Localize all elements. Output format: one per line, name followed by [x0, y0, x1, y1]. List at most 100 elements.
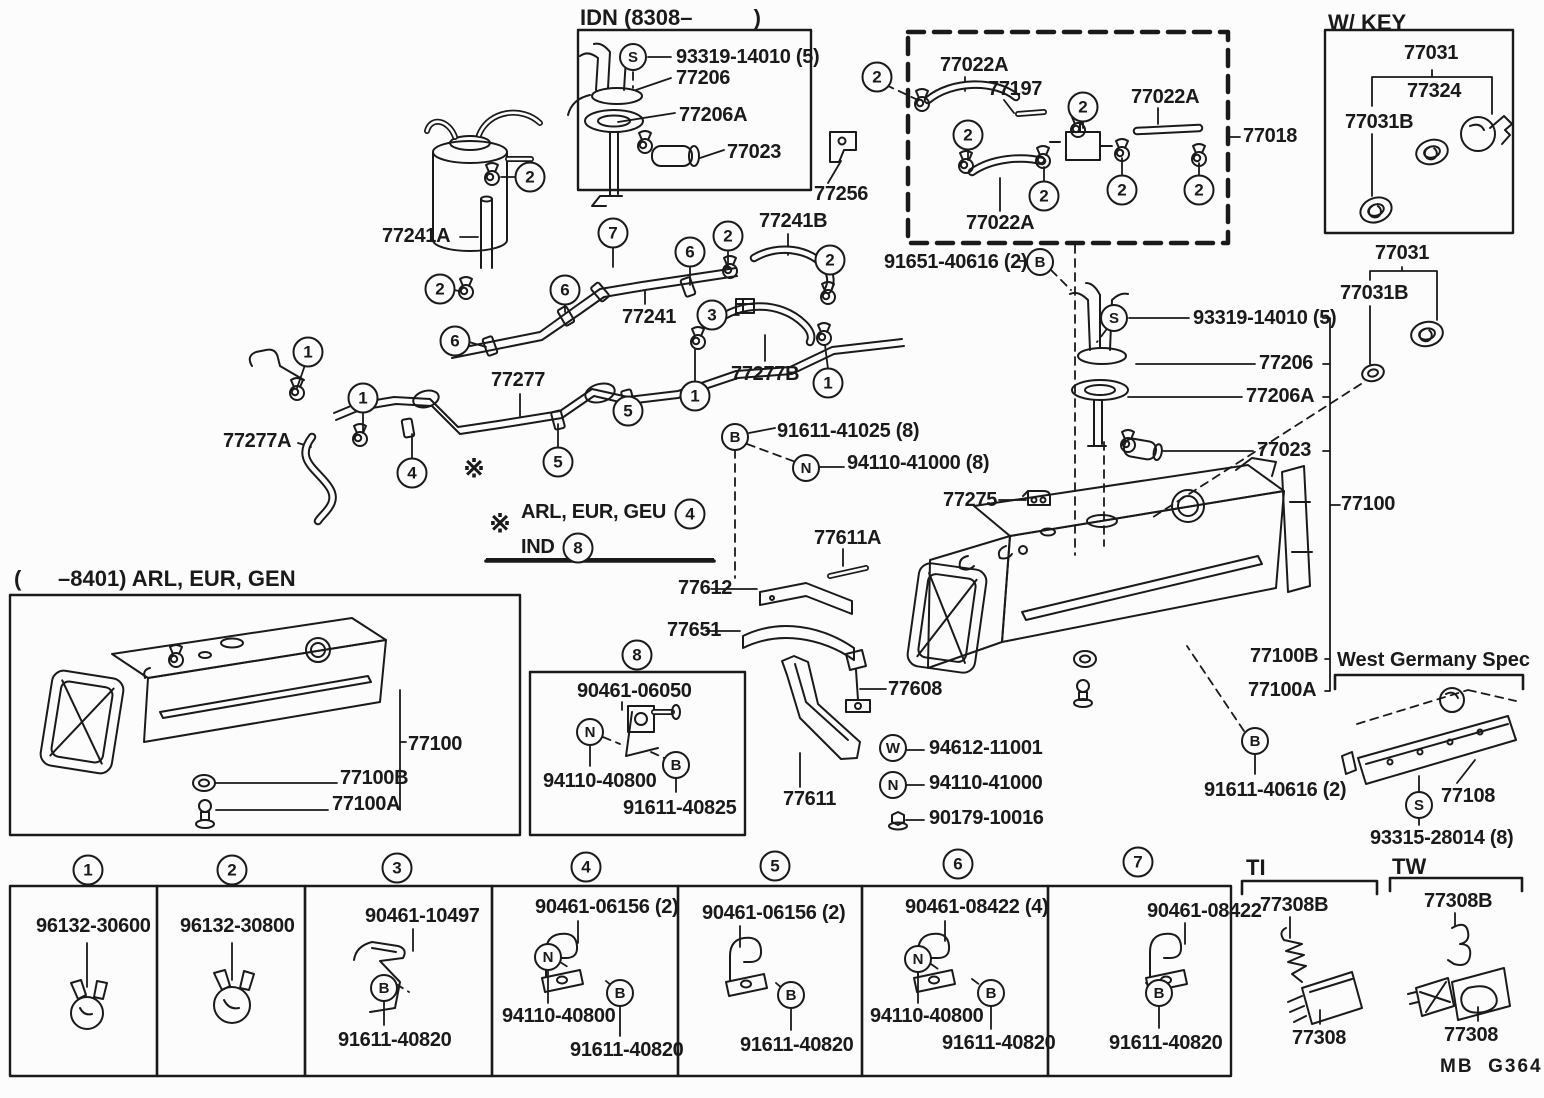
part-callout-usage-note: ARL, EUR, GEU — [521, 501, 666, 523]
usage-note-underline — [486, 542, 714, 561]
part-callout-legend-6: 94110-40800 — [870, 1005, 984, 1027]
callout-badge-1: 1 — [679, 380, 711, 412]
callout-badge-B: B — [777, 981, 805, 1009]
callout-badge-B: B — [662, 751, 690, 779]
part-callout-legend-2: 96132-30800 — [180, 915, 295, 937]
callout-badge-5: 5 — [542, 446, 574, 478]
part-callout-main-tank: 94612-11001 — [929, 737, 1043, 759]
part-callout-detail-box-8: 94110-40800 — [543, 770, 657, 792]
part-callout-hose-kit: 77022A — [966, 212, 1035, 234]
callout-badge-2: 2 — [861, 61, 893, 93]
callout-badge-4: 4 — [674, 498, 706, 530]
part-callout-pre8401-box: 77100 — [408, 733, 463, 755]
part-callout-idn-box: 77206A — [679, 104, 748, 126]
part-callout-idn-box: 77023 — [727, 141, 782, 163]
part-callout-fasteners: 91611-41025 (8) — [777, 420, 920, 442]
callout-badge-4: 4 — [396, 457, 428, 489]
part-callout-main-tank: 77023 — [1257, 439, 1312, 461]
callout-badge-1: 1 — [292, 336, 324, 368]
part-callout-tw: 77308B — [1424, 890, 1493, 912]
callout-badge-2: 2 — [216, 854, 248, 886]
section-title-idn: IDN (8308– ) — [580, 5, 761, 30]
section-title-w-key: W/ KEY — [1328, 10, 1407, 35]
part-callout-fasteners: 94110-41000 (8) — [847, 452, 990, 474]
part-callout-usage-note: IND — [521, 536, 555, 558]
part-callout-legend-7: 91611-40820 — [1109, 1032, 1223, 1054]
part-callout-legend-5: 90461-06156 (2) — [702, 902, 846, 924]
part-callout-cap: 77031 — [1375, 242, 1430, 264]
part-callout-tubes: 77277 — [491, 369, 546, 391]
section-title-west-germany: West Germany Spec — [1337, 649, 1531, 671]
part-callout-main-tank: 77612 — [678, 577, 733, 599]
part-callout-pre8401-box: 77100A — [332, 793, 401, 815]
callout-badge-8: 8 — [621, 639, 653, 671]
callout-badge-6: 6 — [549, 274, 581, 306]
callout-badge-2: 2 — [1028, 180, 1060, 212]
part-callout-tubes: 77241A — [382, 225, 451, 247]
part-callout-idn-box: 93319-14010 (5) — [676, 46, 820, 68]
part-callout-hose-kit: 77197 — [988, 78, 1043, 100]
part-callout-tw: 77308 — [1444, 1024, 1499, 1046]
part-callout-legend-4: 94110-40800 — [502, 1005, 616, 1027]
part-callout-main-tank: 77100B — [1250, 645, 1319, 667]
callout-badge-B: B — [721, 423, 749, 451]
part-callout-main-tank: 77206A — [1246, 385, 1315, 407]
callout-badge-2: 2 — [712, 220, 744, 252]
part-callout-tubes: 77277A — [223, 430, 292, 452]
callout-badge-N: N — [792, 454, 820, 482]
callout-badge-N: N — [879, 771, 907, 799]
callout-badge-6: 6 — [942, 848, 974, 880]
part-callout-ti: 77308 — [1292, 1027, 1347, 1049]
part-callout-legend-3: 91611-40820 — [338, 1029, 452, 1051]
callout-badge-8: 8 — [562, 532, 594, 564]
part-callout-main-tank: 77651 — [667, 619, 722, 641]
part-callout-w-key: 77324 — [1407, 80, 1462, 102]
part-callout-detail-box-8: 90461-06050 — [577, 680, 692, 702]
callout-badge-7: 7 — [1122, 846, 1154, 878]
callout-badge-3: 3 — [696, 299, 728, 331]
callout-badge-S: S — [1100, 304, 1128, 332]
callout-badge-2: 2 — [1106, 174, 1138, 206]
part-callout-legend-1: 96132-30600 — [36, 915, 151, 937]
part-callout-legend-6: 90461-08422 (4) — [905, 896, 1049, 918]
part-callout-legend-4: 91611-40820 — [570, 1039, 684, 1061]
callout-badge-1: 1 — [72, 854, 104, 886]
part-callout-legend-3: 90461-10497 — [365, 905, 480, 927]
part-callout-main-tank: 77206 — [1259, 352, 1314, 374]
part-callout-tubes: 77256 — [814, 183, 869, 205]
part-callout-tubes: 77277B — [731, 363, 800, 385]
callout-badge-S: S — [1405, 791, 1433, 819]
part-callout-main-tank: 93319-14010 (5) — [1193, 307, 1337, 329]
part-callout-main-tank: 91611-40616 (2) — [1204, 779, 1347, 801]
callout-badge-N: N — [904, 945, 932, 973]
part-callout-tubes: 77241B — [759, 210, 828, 232]
reference-mark: ※ — [463, 453, 485, 483]
callout-badge-N: N — [534, 943, 562, 971]
part-callout-west-germany: 93315-28014 (8) — [1370, 827, 1514, 849]
figure-code: MB G364 — [1440, 1056, 1543, 1077]
callout-badge-2: 2 — [1183, 174, 1215, 206]
callout-badge-B: B — [370, 974, 398, 1002]
callout-badge-6: 6 — [674, 236, 706, 268]
part-callout-main-tank: 77100 — [1341, 493, 1396, 515]
section-title-tw: TW — [1392, 854, 1427, 879]
part-callout-cap: 77031B — [1340, 282, 1409, 304]
part-callout-legend-7: 90461-08422 — [1147, 900, 1262, 922]
part-callout-legend-5: 91611-40820 — [740, 1034, 854, 1056]
callout-badge-2: 2 — [952, 119, 984, 151]
part-callout-legend-6: 91611-40820 — [942, 1032, 1056, 1054]
callout-badge-3: 3 — [381, 852, 413, 884]
callout-badge-B: B — [1241, 727, 1269, 755]
callout-badge-2: 2 — [424, 273, 456, 305]
callout-badge-2: 2 — [514, 161, 546, 193]
part-callout-main-tank: 77611 — [783, 788, 837, 810]
callout-badge-S: S — [619, 43, 647, 71]
part-callout-main-tank: 90179-10016 — [929, 807, 1044, 829]
part-callout-main-tank: 77275 — [943, 489, 998, 511]
part-callout-legend-4: 90461-06156 (2) — [535, 896, 679, 918]
part-callout-hose-kit: 77018 — [1243, 125, 1298, 147]
part-callout-hose-kit: 77022A — [1131, 86, 1200, 108]
part-callout-main-tank: 77611A — [814, 527, 882, 549]
callout-badge-7: 7 — [597, 217, 629, 249]
